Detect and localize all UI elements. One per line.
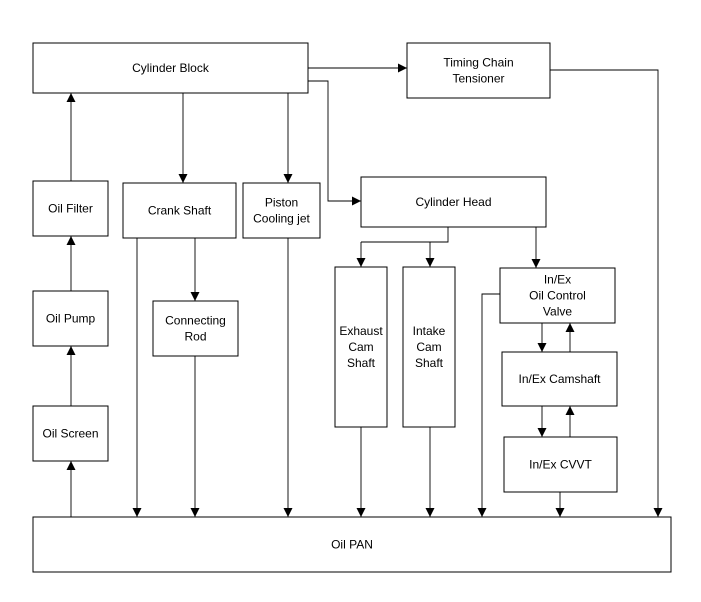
node-cvvt-label: In/Ex CVVT — [529, 458, 592, 472]
node-oil-pan: Oil PAN — [32, 516, 672, 573]
node-connecting-rod-label: Connecting — [165, 314, 226, 328]
node-cylinder-block-label: Cylinder Block — [132, 61, 210, 75]
node-exhaust-cam-label: Cam — [348, 340, 373, 354]
node-intake-cam-label: Intake — [413, 324, 446, 338]
node-camshaft-box — [501, 351, 618, 407]
node-oil-pan-box — [32, 516, 672, 573]
node-camshaft-label: In/Ex Camshaft — [518, 372, 601, 386]
node-timing-chain-label: Timing Chain — [443, 56, 513, 70]
node-crank-shaft: Crank Shaft — [122, 182, 237, 239]
node-cylinder-head-box — [360, 176, 547, 228]
node-ocv-label: In/Ex — [544, 273, 571, 287]
arrow-ocv-to-pan — [477, 293, 500, 517]
node-oil-pump-box — [32, 290, 109, 347]
node-oil-filter-label: Oil Filter — [48, 202, 93, 216]
node-cylinder-head-label: Cylinder Head — [415, 195, 491, 209]
node-cylinder-block-box — [32, 42, 309, 94]
node-piston-jet-box — [242, 182, 321, 239]
node-cylinder-block: Cylinder Block — [32, 42, 309, 94]
arrow-head-split — [361, 227, 449, 243]
node-connecting-rod-label: Rod — [184, 330, 206, 344]
node-oil-pump: Oil Pump — [32, 290, 109, 347]
node-crank-shaft-label: Crank Shaft — [148, 204, 212, 218]
node-piston-jet-label: Piston — [265, 196, 298, 210]
node-intake-cam-label: Cam — [416, 340, 441, 354]
node-oil-filter-box — [32, 180, 109, 237]
flow-connectors — [66, 63, 663, 517]
node-oil-pan-label: Oil PAN — [331, 538, 373, 552]
node-cylinder-head: Cylinder Head — [360, 176, 547, 228]
node-exhaust-cam-label: Exhaust — [339, 324, 383, 338]
node-connecting-rod-box — [152, 300, 239, 357]
arrow-block-to-head — [308, 80, 361, 206]
node-oil-filter: Oil Filter — [32, 180, 109, 237]
arrow-timing-to-pan — [550, 69, 663, 517]
node-piston-jet-label: Cooling jet — [253, 212, 310, 226]
node-ocv-box — [499, 267, 616, 324]
node-oil-screen-box — [32, 405, 109, 462]
node-oil-screen: Oil Screen — [32, 405, 109, 462]
node-cvvt-box — [503, 436, 618, 493]
node-intake-cam-label: Shaft — [415, 356, 444, 370]
node-cvvt: In/Ex CVVT — [503, 436, 618, 493]
node-oil-screen-label: Oil Screen — [42, 427, 98, 441]
node-timing-chain-label: Tensioner — [452, 72, 504, 86]
node-exhaust-cam-box — [334, 266, 388, 428]
node-timing-chain-box — [406, 42, 551, 99]
node-ocv-label: Valve — [543, 305, 572, 319]
node-exhaust-cam-label: Shaft — [347, 356, 376, 370]
node-oil-pump-label: Oil Pump — [46, 312, 96, 326]
node-camshaft: In/Ex Camshaft — [501, 351, 618, 407]
node-intake-cam-box — [402, 266, 456, 428]
node-ocv-label: Oil Control — [529, 289, 586, 303]
node-crank-shaft-box — [122, 182, 237, 239]
